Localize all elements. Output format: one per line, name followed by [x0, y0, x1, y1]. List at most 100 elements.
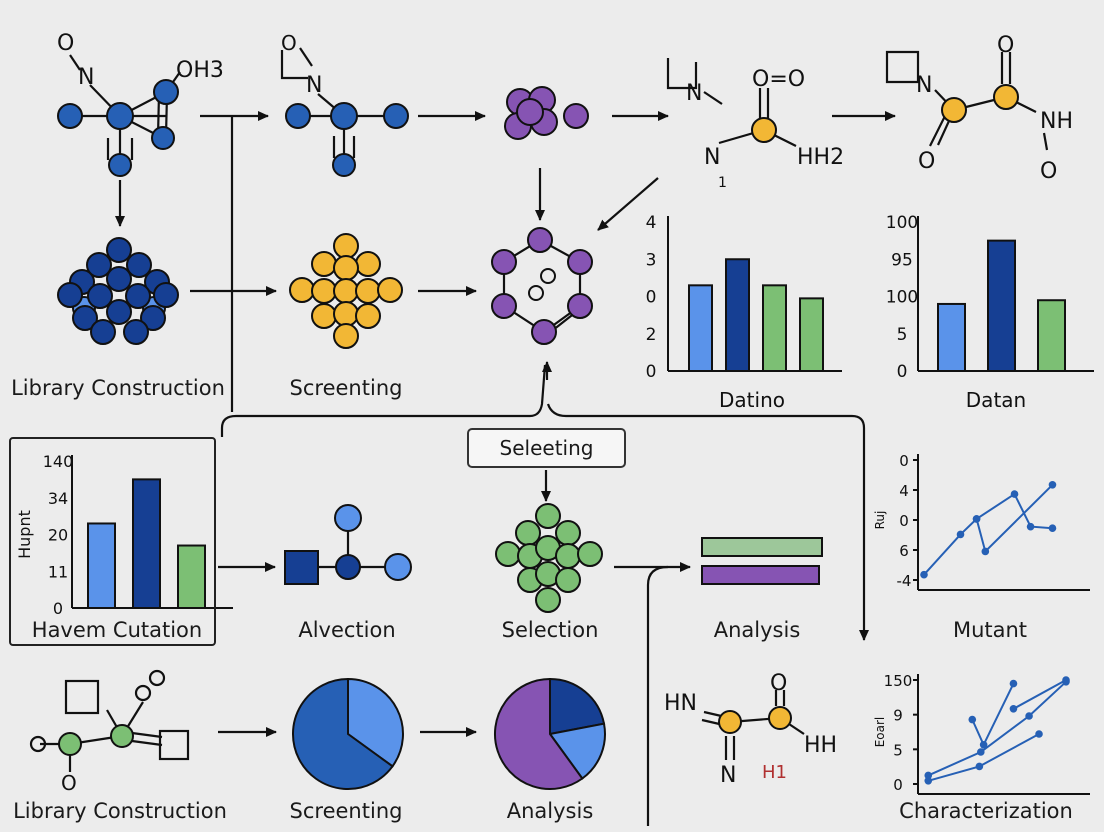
bar [1037, 299, 1066, 373]
data-point [1009, 705, 1018, 713]
flow-right-line [546, 403, 869, 641]
label-screening-bottom: Screenting [289, 799, 403, 823]
m6-hn: HN [664, 691, 697, 716]
green-cluster [495, 503, 603, 613]
y-axis-label: Hupnt [15, 510, 34, 559]
flow-connectors [115, 111, 896, 826]
data-point [1009, 679, 1018, 688]
pie-slice [292, 677, 394, 790]
m2-o-label: O [281, 31, 297, 55]
label-characterization: Characterization [899, 799, 1073, 823]
pie-chart-analysis [493, 677, 606, 790]
x-axis-label: Datino [719, 388, 785, 412]
alvection-molecule [284, 504, 412, 585]
y-tick-label: 150 [884, 672, 913, 690]
y-tick-label: 11 [48, 562, 68, 581]
y-tick-label: 140 [43, 452, 74, 471]
y-tick-label: 0 [897, 362, 908, 382]
analysis-strip-green [701, 537, 823, 557]
data-point [979, 741, 988, 749]
data-point [956, 530, 965, 539]
selecting-box[interactable]: Seleeting [467, 428, 626, 468]
label-library-construction-bottom: Library Construction [13, 799, 227, 823]
series-line [927, 681, 1067, 777]
m4-hh2: HH2 [797, 145, 844, 170]
bar [762, 284, 787, 373]
data-point [1025, 712, 1033, 720]
flow-analysis-curve [646, 565, 669, 826]
molecule-2: O N [280, 31, 409, 177]
data-point [1048, 481, 1057, 489]
y-tick-label: -4 [897, 572, 912, 590]
m6-hh: HH [804, 733, 837, 758]
pie-slice [548, 722, 606, 780]
blue-cluster [57, 237, 179, 345]
y-axis-label: Ruj [873, 511, 887, 530]
series-line [971, 683, 1015, 748]
analysis-strip-purple [701, 565, 820, 585]
m6-h1: H1 [762, 762, 787, 783]
m5-o-left: O [918, 149, 935, 174]
flow-split-line [220, 364, 547, 437]
y-tick-label: 4 [899, 482, 909, 500]
y-tick-label: 3 [646, 250, 657, 270]
bar [725, 258, 750, 372]
m4-n-top: N [686, 81, 702, 106]
analysis-strips [701, 537, 823, 585]
data-point [972, 515, 981, 523]
label-alvection: Alvection [298, 618, 396, 642]
data-point [924, 777, 933, 785]
m2-n-label: N [306, 73, 322, 98]
molecule-6: HN O HH N H1 [664, 671, 837, 788]
y-tick-label: 4 [646, 213, 657, 233]
data-point [975, 762, 984, 771]
y-tick-label: 20 [48, 526, 68, 545]
data-point [1026, 522, 1035, 531]
y-tick-label: 34 [48, 489, 68, 508]
bar-chart-hupnt: 140 34 20 11 0 Hupnt [15, 452, 233, 618]
m1-n-label: N [78, 65, 94, 90]
pie-slice [549, 677, 606, 736]
label-analysis-bottom: Analysis [506, 799, 594, 823]
data-point [920, 570, 928, 579]
series-line [923, 492, 1053, 576]
m7-o-label: O [61, 771, 77, 795]
data-point [968, 715, 977, 724]
bar [177, 544, 206, 610]
data-point [1062, 676, 1070, 684]
arrow-m4-to-ring [597, 177, 659, 231]
purple-cluster [504, 86, 589, 140]
data-point [1010, 490, 1019, 498]
bar [937, 302, 966, 373]
label-curation: Havem Cutation [31, 618, 203, 642]
label-screening-top: Screenting [289, 376, 403, 400]
y-tick-label: 0 [53, 599, 63, 618]
bar [87, 522, 116, 609]
molecule-1: O N OH3 [57, 31, 224, 177]
y-axis-label: Eoarl [873, 717, 887, 748]
bar [987, 239, 1016, 372]
label-mutant: Mutant [952, 618, 1028, 642]
y-tick-label: 2 [646, 325, 657, 345]
pie-slice [347, 677, 404, 768]
y-tick-label: 0 [893, 776, 903, 794]
label-selection: Selection [501, 618, 599, 642]
data-point [977, 748, 985, 756]
y-tick-label: 100 [886, 288, 918, 308]
bar [799, 297, 824, 372]
y-tick-label: 95 [891, 250, 913, 270]
molecule-4: N O=O N HH2 1 [666, 58, 844, 191]
pie-slice [493, 677, 584, 790]
data-point [981, 547, 990, 556]
y-tick-label: 5 [893, 741, 903, 759]
y-tick-label: 100 [886, 213, 918, 233]
m1-o-label: O [57, 31, 74, 56]
m6-o: O [770, 671, 787, 696]
m1-oh3-label: OH3 [176, 58, 224, 83]
label-library-construction-top: Library Construction [11, 376, 225, 400]
